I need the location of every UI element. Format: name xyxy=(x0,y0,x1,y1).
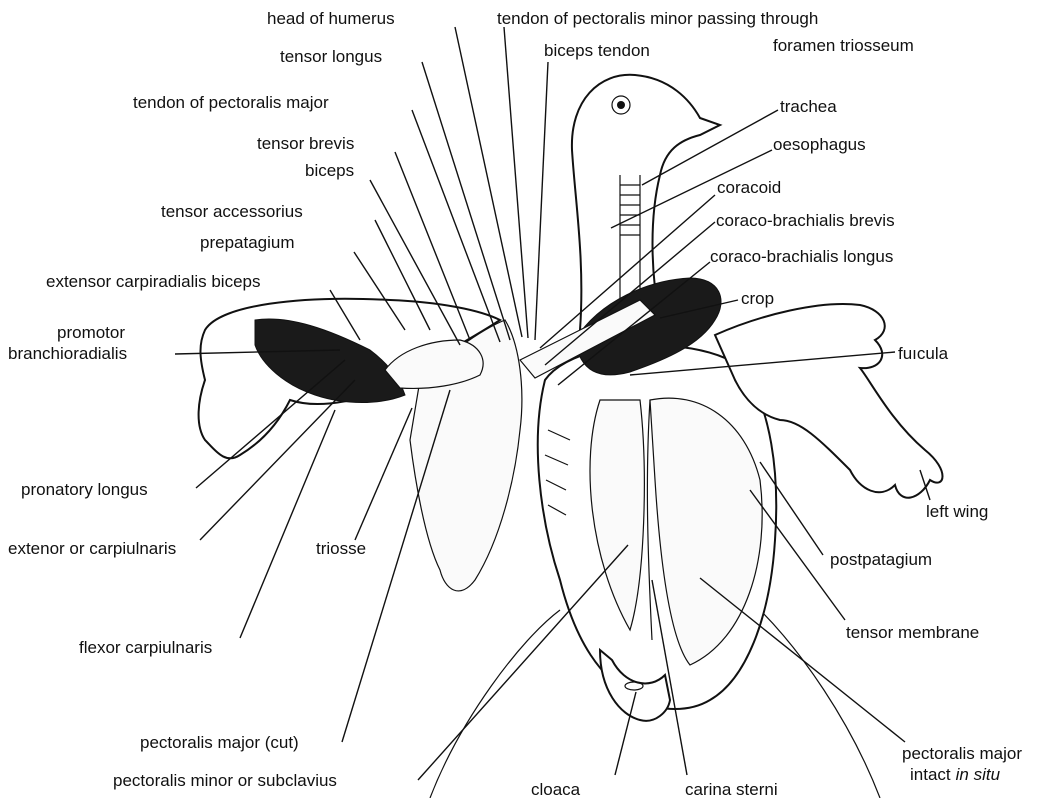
label-promotor-line1: promotor xyxy=(57,323,125,342)
label-cloaca: cloaca xyxy=(531,780,581,798)
label-tensor-accessorius: tensor accessorius xyxy=(161,202,303,221)
label-oesophagus: oesophagus xyxy=(773,135,866,154)
label-coracoid: coracoid xyxy=(717,178,781,197)
label-pect-major-intact-line1: pectoralis major xyxy=(902,744,1022,763)
leg-outline-left xyxy=(430,610,560,798)
label-biceps: biceps xyxy=(305,161,354,180)
label-tensor-brevis: tensor brevis xyxy=(257,134,354,153)
lead-tendon-pect-minor xyxy=(504,27,528,338)
label-furcula: fuıcula xyxy=(898,344,949,363)
label-tendon-pect-minor-line1: tendon of pectoralis minor passing throu… xyxy=(497,9,818,28)
label-pect-major-intact-word: intact xyxy=(910,765,951,784)
label-left-wing: left wing xyxy=(926,502,988,521)
label-triosse: triosse xyxy=(316,539,366,558)
label-trachea: trachea xyxy=(780,97,837,116)
label-coraco-brachialis-longus: coraco-brachialis longus xyxy=(710,247,893,266)
label-extensor-carpiradialis-biceps: extensor carpiradialis biceps xyxy=(46,272,261,291)
label-carina-sterni: carina sterni xyxy=(685,780,778,798)
label-biceps-tendon: biceps tendon xyxy=(544,41,650,60)
label-head-of-humerus: head of humerus xyxy=(267,9,395,28)
label-flexor-carpiulnaris: flexor carpiulnaris xyxy=(79,638,212,657)
label-tensor-membrane: tensor membrane xyxy=(846,623,979,642)
label-tendon-pect-major: tendon of pectoralis major xyxy=(133,93,329,112)
label-pectoralis-major-cut: pectoralis major (cut) xyxy=(140,733,299,752)
label-pect-major-intact-insitu: in situ xyxy=(956,765,1001,784)
eye-pupil xyxy=(617,101,625,109)
label-pectoralis-minor: pectoralis minor or subclavius xyxy=(113,771,337,790)
label-tensor-longus: tensor longus xyxy=(280,47,382,66)
label-postpatagium: postpatagium xyxy=(830,550,932,569)
label-pronatory-longus: pronatory longus xyxy=(21,480,148,499)
label-crop: crop xyxy=(741,289,774,308)
lead-triosse xyxy=(355,408,412,540)
label-tendon-pect-minor-line2: foramen triosseum xyxy=(773,36,914,55)
label-prepatagium: prepatagium xyxy=(200,233,295,252)
lead-biceps-tendon xyxy=(535,62,548,340)
label-coraco-brachialis-brevis: coraco-brachialis brevis xyxy=(716,211,895,230)
label-pect-major-intact-line2: intact in situ xyxy=(910,765,1001,784)
label-promotor-line2: branchioradialis xyxy=(8,344,127,363)
lead-head-of-humerus xyxy=(455,27,522,337)
label-extenor-carpiulnaris: extenor or carpiulnaris xyxy=(8,539,176,558)
bird-illustration xyxy=(199,75,943,798)
lead-pectoralis-major-cut xyxy=(342,390,450,742)
